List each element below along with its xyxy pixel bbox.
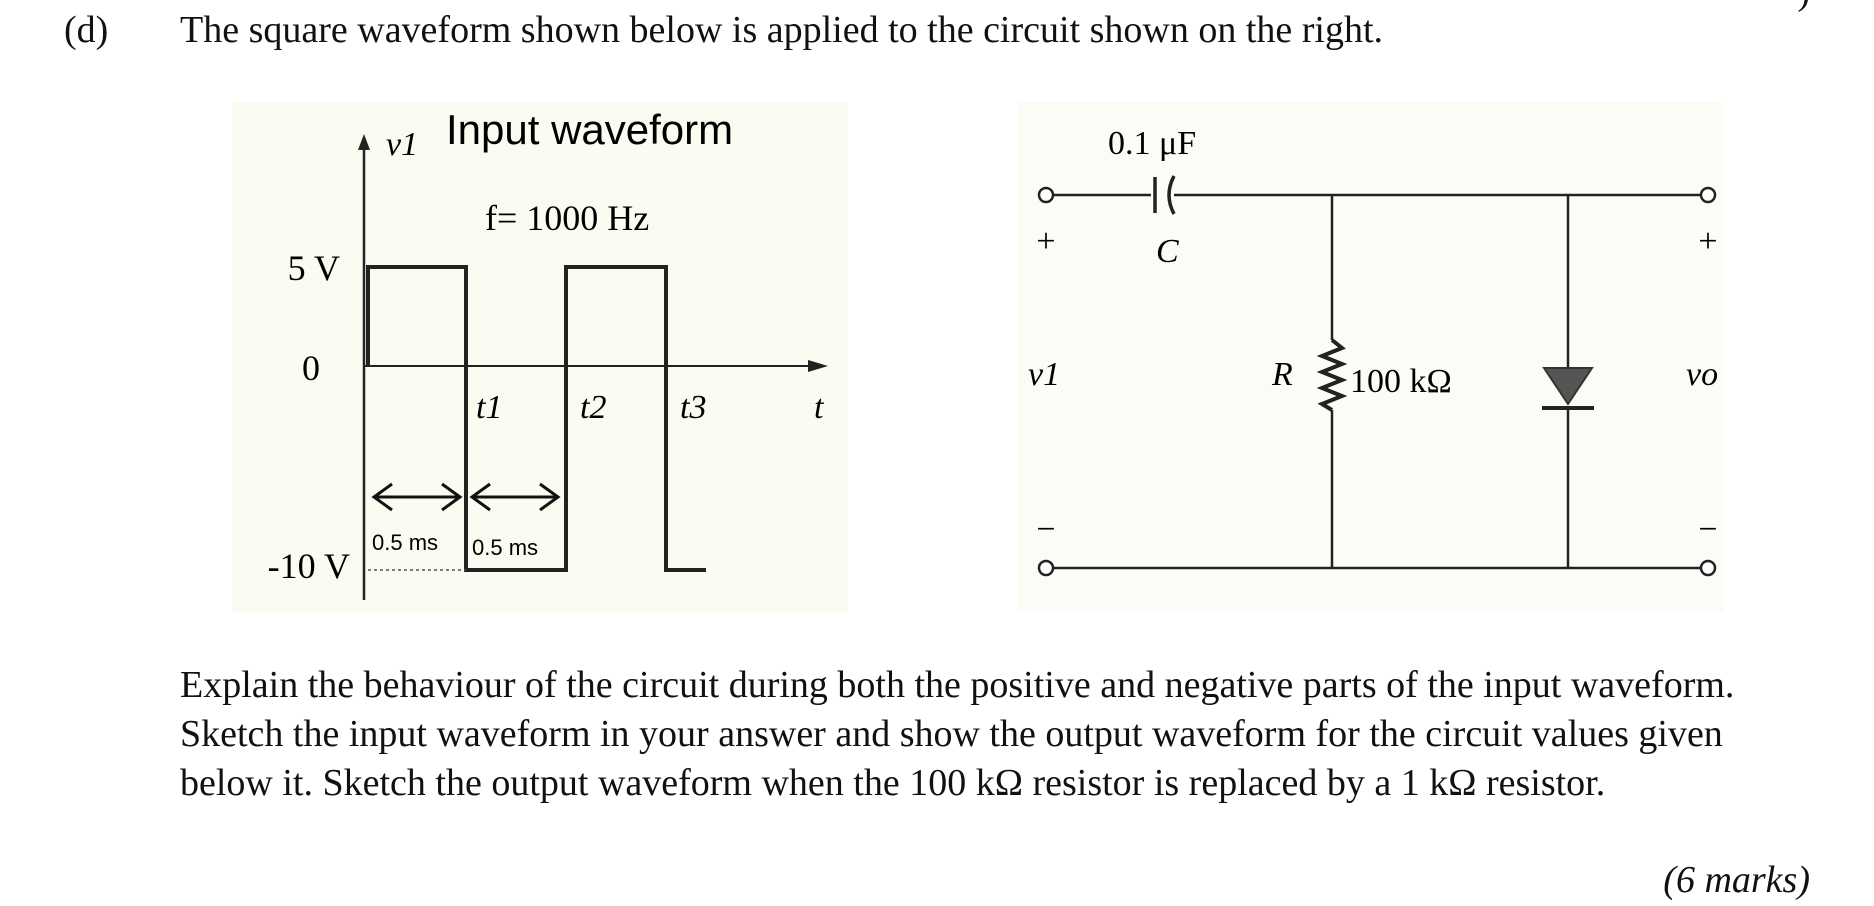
capacitor-name-label: C [1156,233,1179,270]
input-waveform-figure: v1 Input waveform f= 1000 Hz 5 V 0 -10 V… [232,102,848,612]
time-mark-t1: t1 [476,389,502,426]
output-plus-label: + [1698,223,1717,260]
question-part-label: (d) [64,9,109,51]
input-voltage-label: v1 [1028,356,1060,393]
output-voltage-label: vo [1686,356,1718,393]
duration-label-1: 0.5 ms [372,530,438,555]
duration-arrow-1 [371,482,463,512]
square-wave-trace [366,265,706,572]
waveform-title: Input waveform [446,106,733,153]
clamper-circuit: 0.1 μF C + + v1 vo − − R 100 kΩ [1018,102,1724,612]
y-axis-arrow-icon [358,134,370,150]
capacitor-value-label: 0.1 μF [1108,125,1196,162]
resistor-name-label: R [1271,356,1293,393]
time-mark-t2: t2 [580,389,606,426]
duration-label-2: 0.5 ms [472,535,538,560]
level-label-low: -10 V [268,546,350,586]
waveform-y-axis-label: v1 [386,126,418,163]
resistor-value-label: 100 kΩ [1350,363,1452,400]
output-terminal-top [1699,186,1717,204]
cropped-marks-fragment: ) [1797,0,1810,14]
input-plus-label: + [1036,223,1055,260]
time-mark-t3: t3 [680,389,706,426]
waveform-frequency: f= 1000 Hz [485,198,649,238]
input-terminal-bottom [1037,559,1055,577]
output-minus-label: − [1698,511,1717,548]
output-terminal-bottom [1699,559,1717,577]
input-minus-label: − [1036,511,1055,548]
level-label-high: 5 V [288,248,340,288]
waveform-x-axis-label: t [814,389,825,426]
circuit-background [1018,102,1724,612]
x-axis-arrow-icon [808,360,828,372]
duration-arrow-2 [469,482,561,512]
capacitor-icon [1153,175,1176,215]
level-label-zero: 0 [302,348,320,388]
marks-allocation: (6 marks) [1663,859,1810,901]
input-terminal-top [1037,186,1055,204]
resistor-icon [1316,338,1348,412]
waveform-background [232,102,848,612]
question-body: Explain the behaviour of the circuit dur… [180,664,1735,804]
diode-icon [1542,367,1594,406]
question-intro: The square waveform shown below is appli… [180,9,1384,51]
